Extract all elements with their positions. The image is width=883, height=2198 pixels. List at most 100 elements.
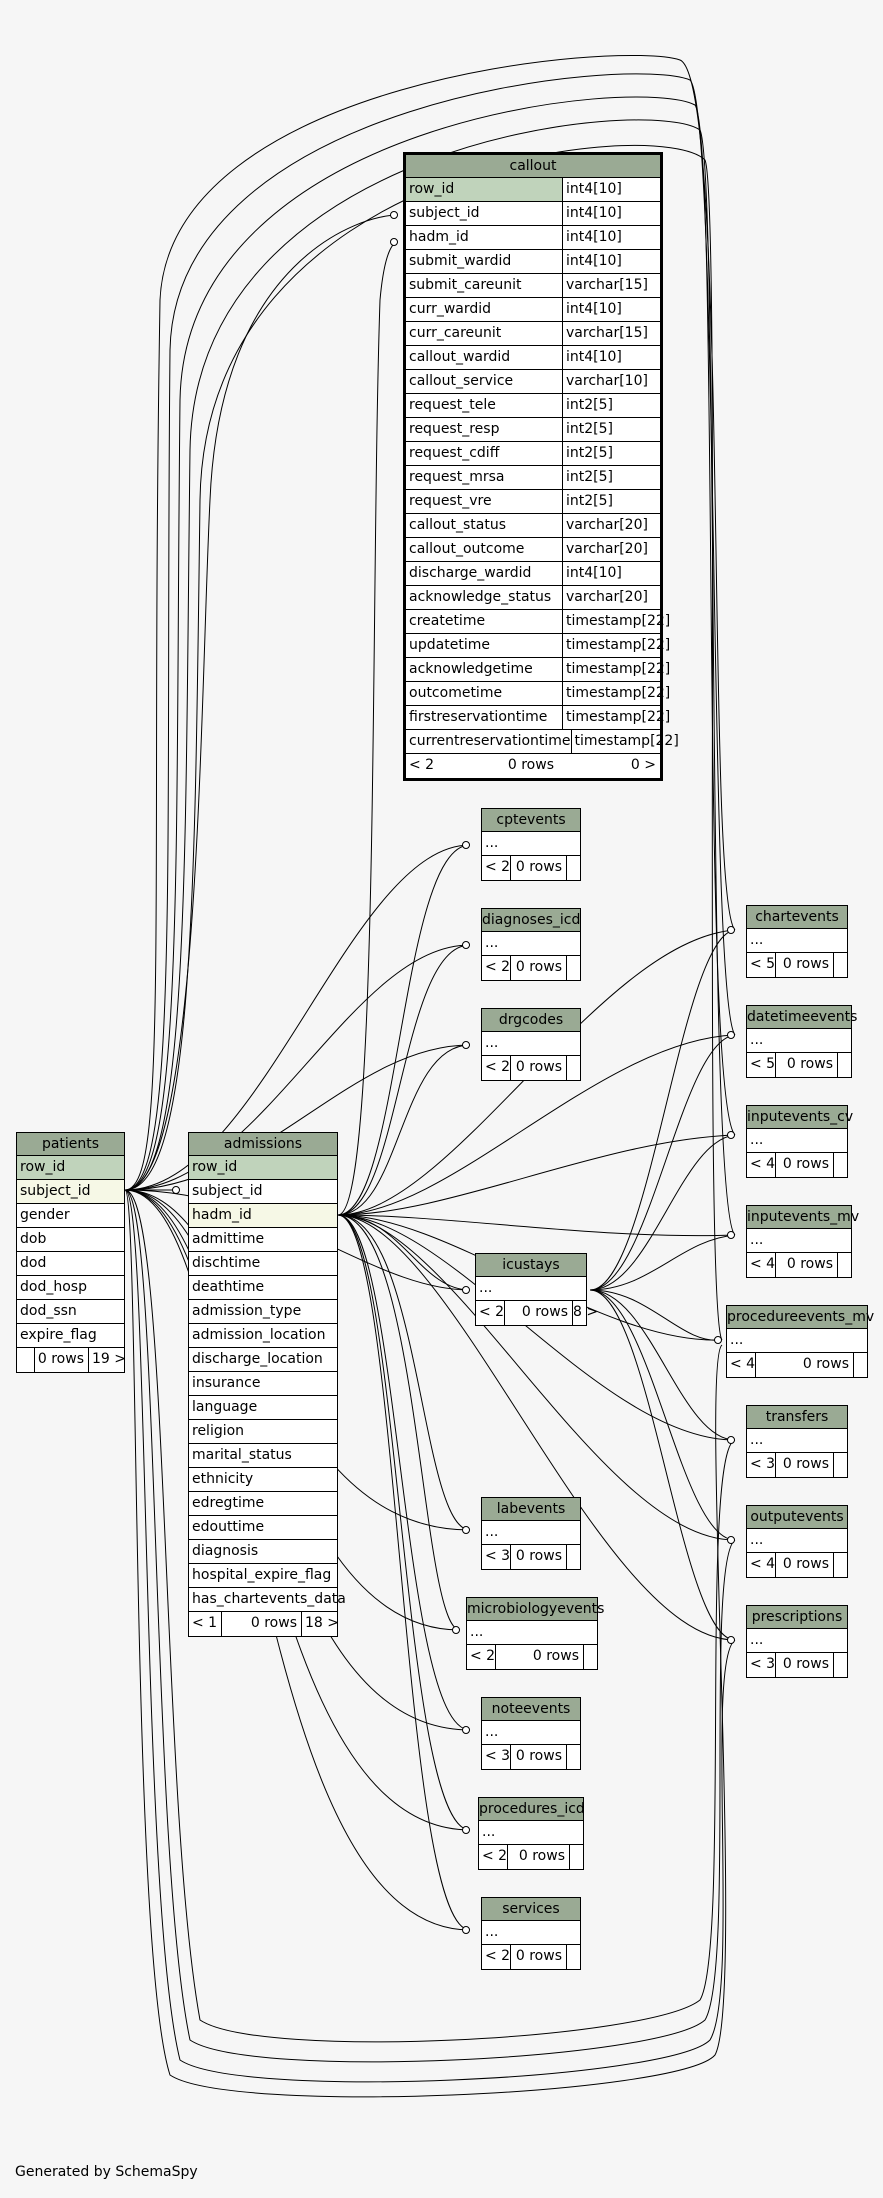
column-placeholder: ...	[750, 1032, 764, 1048]
column-name: diagnosis	[192, 1543, 259, 1559]
table-title: callout	[406, 155, 660, 178]
column-type: int4[10]	[562, 298, 660, 321]
column-name: request_tele	[409, 397, 496, 413]
parent-count: < 3	[485, 1748, 511, 1764]
table-title: services	[482, 1898, 580, 1921]
row-count: 0 rows	[775, 1553, 833, 1577]
row-count: 0 rows	[495, 1645, 583, 1669]
table-row: submit_wardid int4[10]	[406, 250, 660, 274]
column-name: callout_outcome	[409, 541, 525, 557]
column-type: varchar[15]	[562, 274, 660, 297]
child-count: 18 >	[301, 1612, 339, 1636]
row-count: 0 rows	[510, 956, 566, 980]
column-name: admission_location	[192, 1327, 326, 1343]
row-count: 0 rows	[775, 1253, 837, 1277]
table-row: ...	[727, 1329, 867, 1353]
column-name: discharge_location	[192, 1351, 323, 1367]
column-name: subject_id	[409, 205, 480, 221]
column-type: timestamp[22]	[570, 730, 679, 753]
column-name: hadm_id	[189, 1204, 337, 1227]
child-count	[833, 1453, 847, 1477]
child-count	[837, 1253, 851, 1277]
column-name: has_chartevents_data	[192, 1591, 346, 1607]
column-name: edregtime	[192, 1495, 265, 1511]
table-row: subject_id	[17, 1180, 124, 1204]
parent-count: < 2	[485, 1059, 511, 1075]
child-count	[833, 1553, 847, 1577]
column-placeholder: ...	[485, 1724, 499, 1740]
table-row: dod_ssn	[17, 1300, 124, 1324]
column-name: currentreservationtime	[409, 733, 571, 749]
table-row: admission_location	[189, 1324, 337, 1348]
parent-count: < 1	[192, 1615, 218, 1631]
row-count: 0 rows	[775, 953, 833, 977]
table-title: outputevents	[747, 1506, 847, 1529]
child-count	[566, 1945, 580, 1969]
table-row: gender	[17, 1204, 124, 1228]
table-row: edouttime	[189, 1516, 337, 1540]
table-title: inputevents_mv	[747, 1206, 859, 1229]
row-count: 0 rows	[507, 1845, 569, 1869]
column-placeholder: ...	[750, 1632, 764, 1648]
column-type: int4[10]	[562, 250, 660, 273]
row-count: 0 rows	[510, 856, 566, 880]
parent-count	[17, 1348, 34, 1372]
column-name: acknowledge_status	[409, 589, 552, 605]
parent-count: < 2	[485, 1948, 511, 1964]
column-name: updatetime	[409, 637, 490, 653]
column-type: int4[10]	[562, 562, 660, 585]
table-title: procedures_icd	[479, 1798, 585, 1821]
column-placeholder: ...	[479, 1280, 493, 1296]
row-count: 0 rows	[510, 1545, 566, 1569]
child-count	[583, 1645, 597, 1669]
column-name: language	[192, 1399, 258, 1415]
table-row: hadm_id	[189, 1204, 337, 1228]
column-name: submit_careunit	[409, 277, 522, 293]
table-row: ...	[482, 1032, 580, 1056]
child-count: 19 >	[88, 1348, 126, 1372]
column-name: submit_wardid	[409, 253, 512, 269]
table-row: submit_careunit varchar[15]	[406, 274, 660, 298]
table-title: microbiologyevents	[467, 1598, 604, 1621]
column-type: int4[10]	[562, 226, 660, 249]
row-count: 0 rows	[775, 1653, 833, 1677]
table-row: discharge_location	[189, 1348, 337, 1372]
column-name: admittime	[192, 1231, 265, 1247]
column-type: int2[5]	[562, 490, 660, 513]
column-type: timestamp[22]	[562, 706, 670, 729]
column-name: gender	[20, 1207, 70, 1223]
table-row: ...	[747, 1129, 847, 1153]
parent-count: < 2	[470, 1648, 496, 1664]
table-title: prescriptions	[747, 1606, 847, 1629]
column-name: row_id	[189, 1156, 337, 1179]
